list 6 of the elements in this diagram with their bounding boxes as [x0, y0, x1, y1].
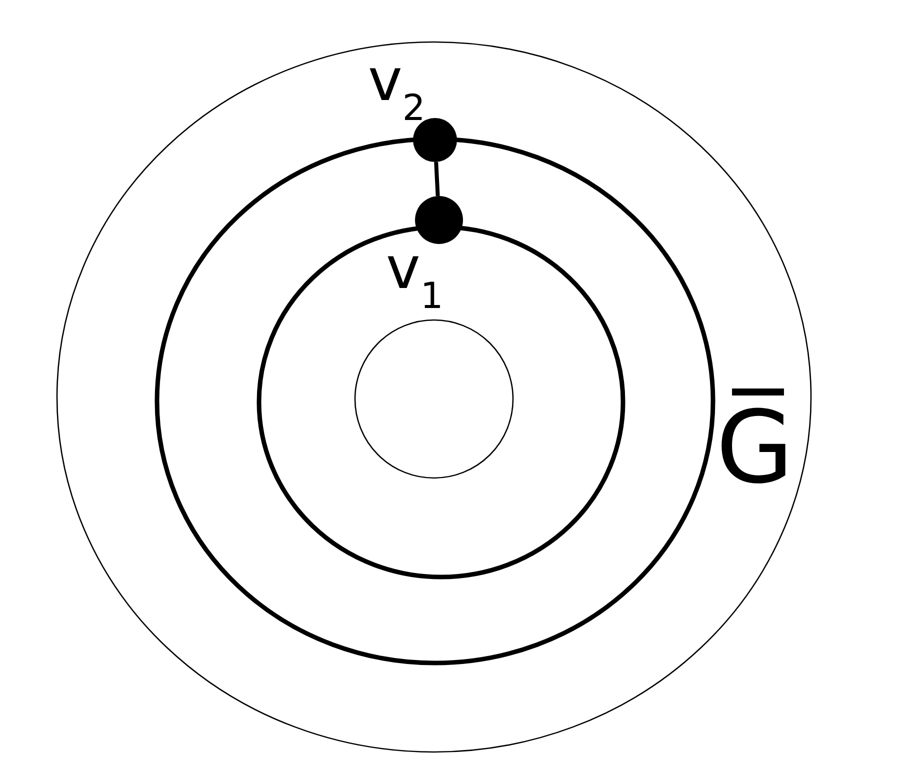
vertex-dot	[413, 118, 457, 162]
graph-label: G̅	[716, 388, 794, 508]
vertex-label: v$_{1}$	[386, 239, 444, 311]
vertex-label: v$_{2}$	[368, 51, 426, 123]
vertex-dot	[415, 196, 463, 244]
edge-line	[434, 162, 440, 196]
